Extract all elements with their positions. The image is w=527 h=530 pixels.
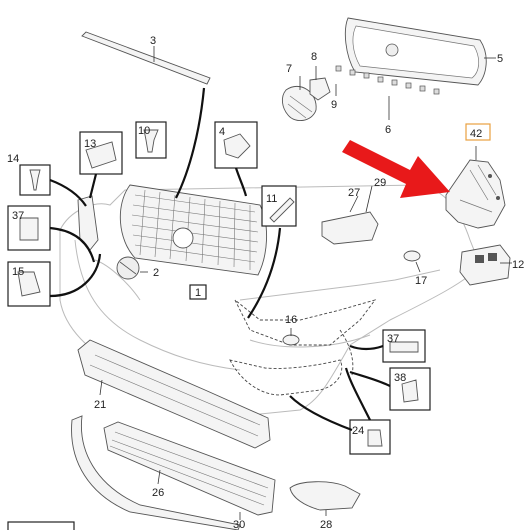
callout-21: 21: [94, 399, 106, 411]
callout-8: 8: [311, 51, 317, 63]
callout-6: 6: [385, 124, 391, 136]
inset-box-10: [135, 121, 167, 159]
callout-12: 12: [512, 259, 524, 271]
grille-1: [119, 184, 268, 276]
inset-box-37-right: [382, 329, 426, 363]
callout-2: 2: [153, 267, 159, 279]
callout-15: 15: [12, 266, 24, 278]
cover-17: [403, 250, 421, 262]
callout-3: 3: [150, 35, 156, 47]
callout-27: 27: [348, 187, 360, 199]
emblem-2: [116, 256, 140, 280]
sensor-bracket-12: [459, 244, 511, 286]
inset-box-30: [7, 521, 75, 530]
reinforcement-21: [77, 339, 271, 449]
fog-lamp-cover-28: [289, 481, 361, 511]
side-bracket-outline: [339, 329, 354, 376]
bold-leaders: [49, 87, 391, 432]
callout-29: 29: [374, 177, 386, 189]
callout-labels: 3 5 6 7 8 9 10 11 12 13 14 15 16 17 2 21…: [7, 35, 524, 530]
callout-28: 28: [320, 519, 332, 530]
callout-24: 24: [352, 425, 364, 437]
callout-13: 13: [84, 138, 96, 150]
bracket-42: [445, 159, 506, 229]
callout-5: 5: [497, 53, 503, 65]
callout-42: 42: [470, 128, 482, 140]
highlight-box-42: [465, 123, 491, 141]
inset-box-24: [349, 419, 391, 455]
inset-box-13: [79, 131, 123, 175]
callout-37-right: 37: [387, 333, 399, 345]
callout-10: 10: [138, 125, 150, 137]
callout-14: 14: [7, 153, 19, 165]
callout-17: 17: [415, 275, 427, 287]
cover-16: [282, 334, 300, 346]
callout-1: 1: [195, 287, 201, 299]
upper-grille-5: [344, 17, 487, 86]
lower-grille-26: [103, 421, 276, 516]
bracket-8: [309, 77, 331, 101]
inset-box-38: [389, 367, 431, 411]
inset-box-15: [7, 261, 51, 307]
inset-box-11: [261, 185, 297, 227]
callout-11: 11: [266, 193, 277, 205]
inset-box-37-left: [7, 205, 51, 251]
lower-trim-30: [71, 415, 241, 530]
label-box-1: [189, 284, 207, 300]
inset-box-4: [214, 121, 258, 169]
callout-37-left: 37: [12, 210, 24, 222]
fog-lamp-opening-outline: [229, 359, 343, 396]
clips-6: [335, 65, 440, 95]
bumper-inner-outline: [234, 299, 377, 346]
inset-box-14: [19, 164, 51, 196]
callout-7: 7: [286, 63, 292, 75]
callout-38: 38: [394, 372, 406, 384]
camera-bracket-7: [281, 85, 317, 121]
trim-strip-3: [81, 31, 211, 85]
callout-9: 9: [331, 99, 337, 111]
callout-4: 4: [219, 126, 225, 138]
fog-lamp-bracket-27: [321, 211, 379, 245]
leader-lines: [99, 46, 512, 520]
callout-30: 30: [233, 519, 245, 530]
callout-26: 26: [152, 487, 164, 499]
red-arrow: [342, 140, 450, 198]
callout-16: 16: [285, 314, 297, 326]
